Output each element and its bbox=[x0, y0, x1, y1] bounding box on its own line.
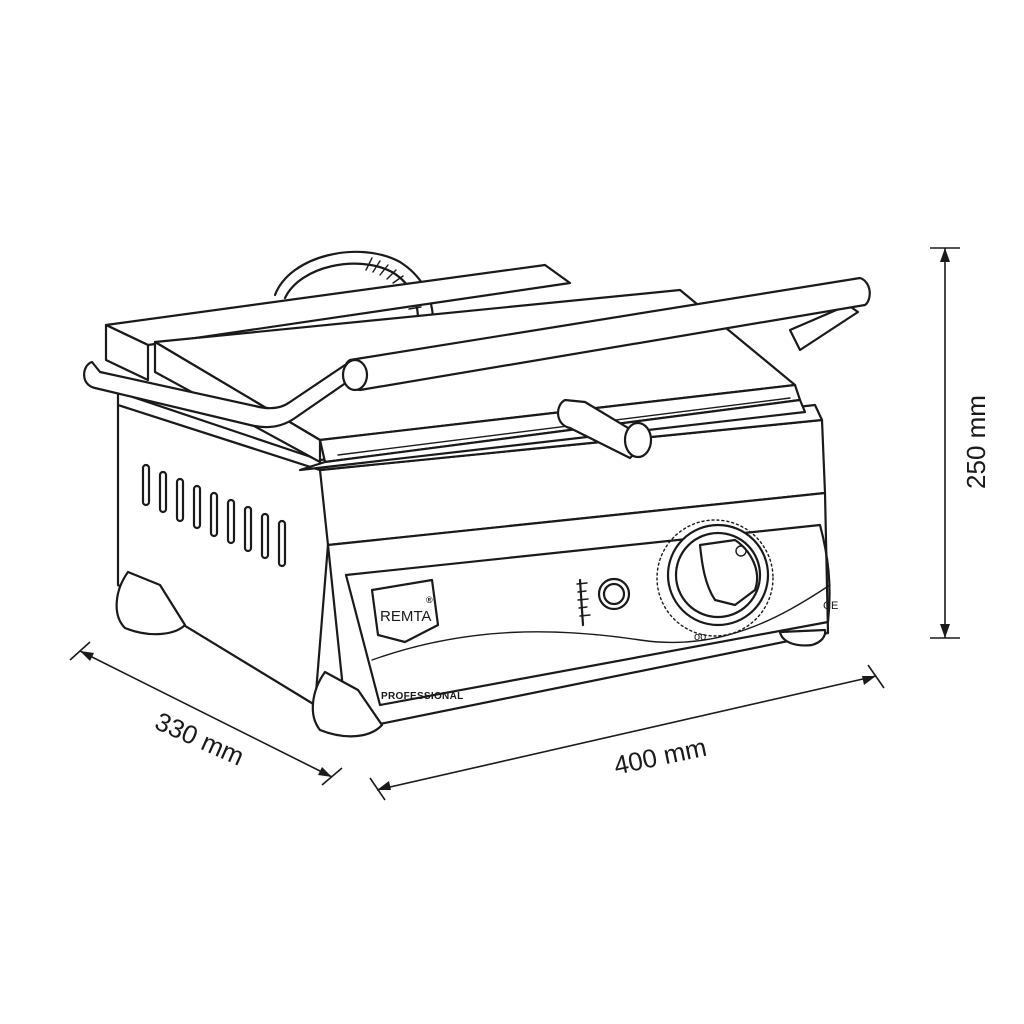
series-label: PROFESSIONAL bbox=[381, 691, 464, 702]
depth-label: 330 mm bbox=[151, 706, 249, 772]
brand-mark: ® bbox=[426, 595, 433, 605]
width-label: 400 mm bbox=[611, 732, 709, 781]
thermostat-dial[interactable]: oo bbox=[656, 519, 774, 643]
lid-handle bbox=[83, 276, 871, 460]
brand-badge: REMTA ® bbox=[370, 578, 440, 644]
indicator-light bbox=[597, 577, 631, 611]
brand-label: REMTA bbox=[380, 608, 431, 625]
grill-feet bbox=[115, 570, 827, 738]
scale-marks bbox=[576, 578, 591, 627]
height-label: 250 mm bbox=[961, 395, 991, 489]
grill-base bbox=[116, 390, 831, 727]
side-vents bbox=[141, 463, 287, 568]
svg-text:oo: oo bbox=[694, 631, 706, 643]
ce-mark: CE bbox=[823, 600, 838, 612]
front-controls: oo bbox=[576, 519, 774, 643]
height-dimension: 250 mm bbox=[930, 247, 991, 639]
